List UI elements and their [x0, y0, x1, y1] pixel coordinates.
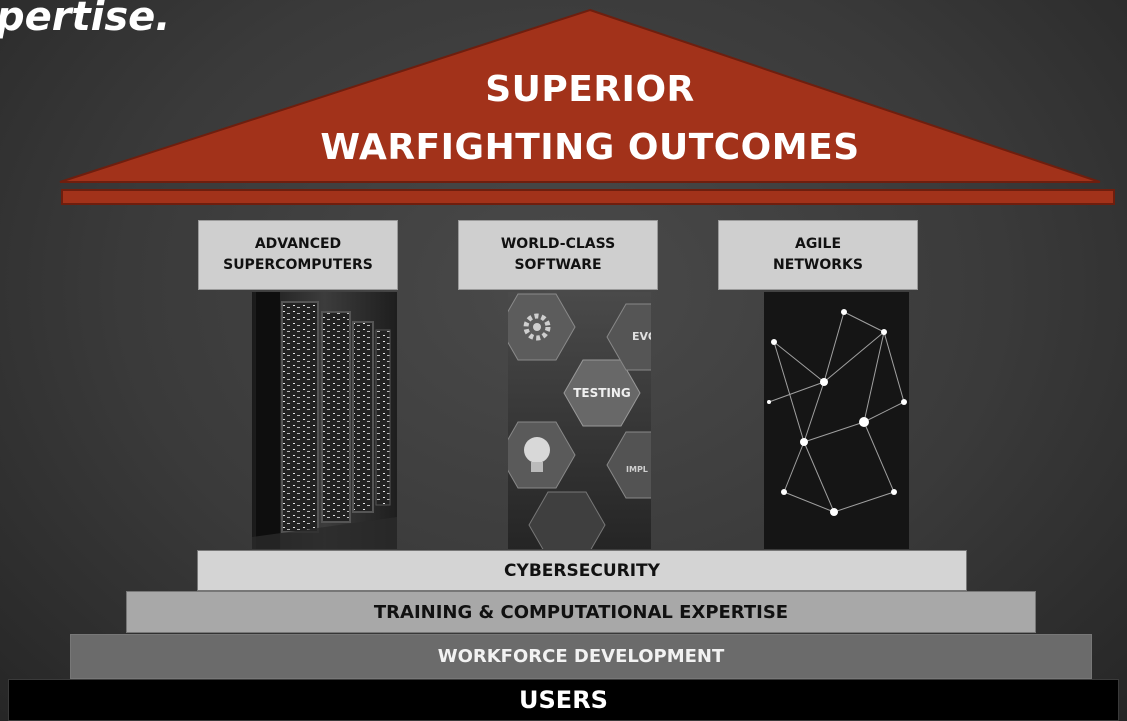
- pillar-image-server-racks: [252, 292, 397, 549]
- foundation-workforce-development: WORKFORCE DEVELOPMENT: [70, 634, 1092, 679]
- roof: [59, 8, 1115, 205]
- roof-title-line1: SUPERIOR: [485, 69, 695, 110]
- foundation-users: USERS: [8, 679, 1119, 721]
- foundation-training: TRAINING & COMPUTATIONAL EXPERTISE: [126, 591, 1036, 633]
- hex-label-evo: EVO: [632, 330, 651, 343]
- pillar-label-line2: SUPERCOMPUTERS: [223, 257, 373, 273]
- roof-triangle: [59, 8, 1101, 183]
- hex-label-testing: TESTING: [573, 386, 631, 400]
- roof-beam: [61, 189, 1115, 205]
- pillar-label-line1: AGILE: [794, 236, 842, 252]
- pillar-label-line2: SOFTWARE: [514, 257, 602, 273]
- pillar-label-line1: ADVANCED: [254, 236, 342, 252]
- hex-label-impl: IMPL: [626, 465, 648, 474]
- pillar-label-software: WORLD-CLASS SOFTWARE: [458, 220, 658, 290]
- pillar-label-line1: WORLD-CLASS: [500, 236, 616, 252]
- pillar-label-networks: AGILE NETWORKS: [718, 220, 918, 290]
- pillar-image-networks: [764, 292, 909, 549]
- lightbulb-icon: [524, 437, 550, 463]
- pillar-label-supercomputers: ADVANCED SUPERCOMPUTERS: [198, 220, 398, 290]
- foundation-cybersecurity: CYBERSECURITY: [197, 550, 967, 591]
- roof-title-line2: WARFIGHTING OUTCOMES: [320, 127, 860, 168]
- gear-icon: [523, 313, 551, 341]
- pillar-image-software: TESTING EVO IMPL: [508, 292, 651, 549]
- pillar-label-line2: NETWORKS: [773, 257, 863, 273]
- heading-fragment: pertise.: [0, 0, 171, 40]
